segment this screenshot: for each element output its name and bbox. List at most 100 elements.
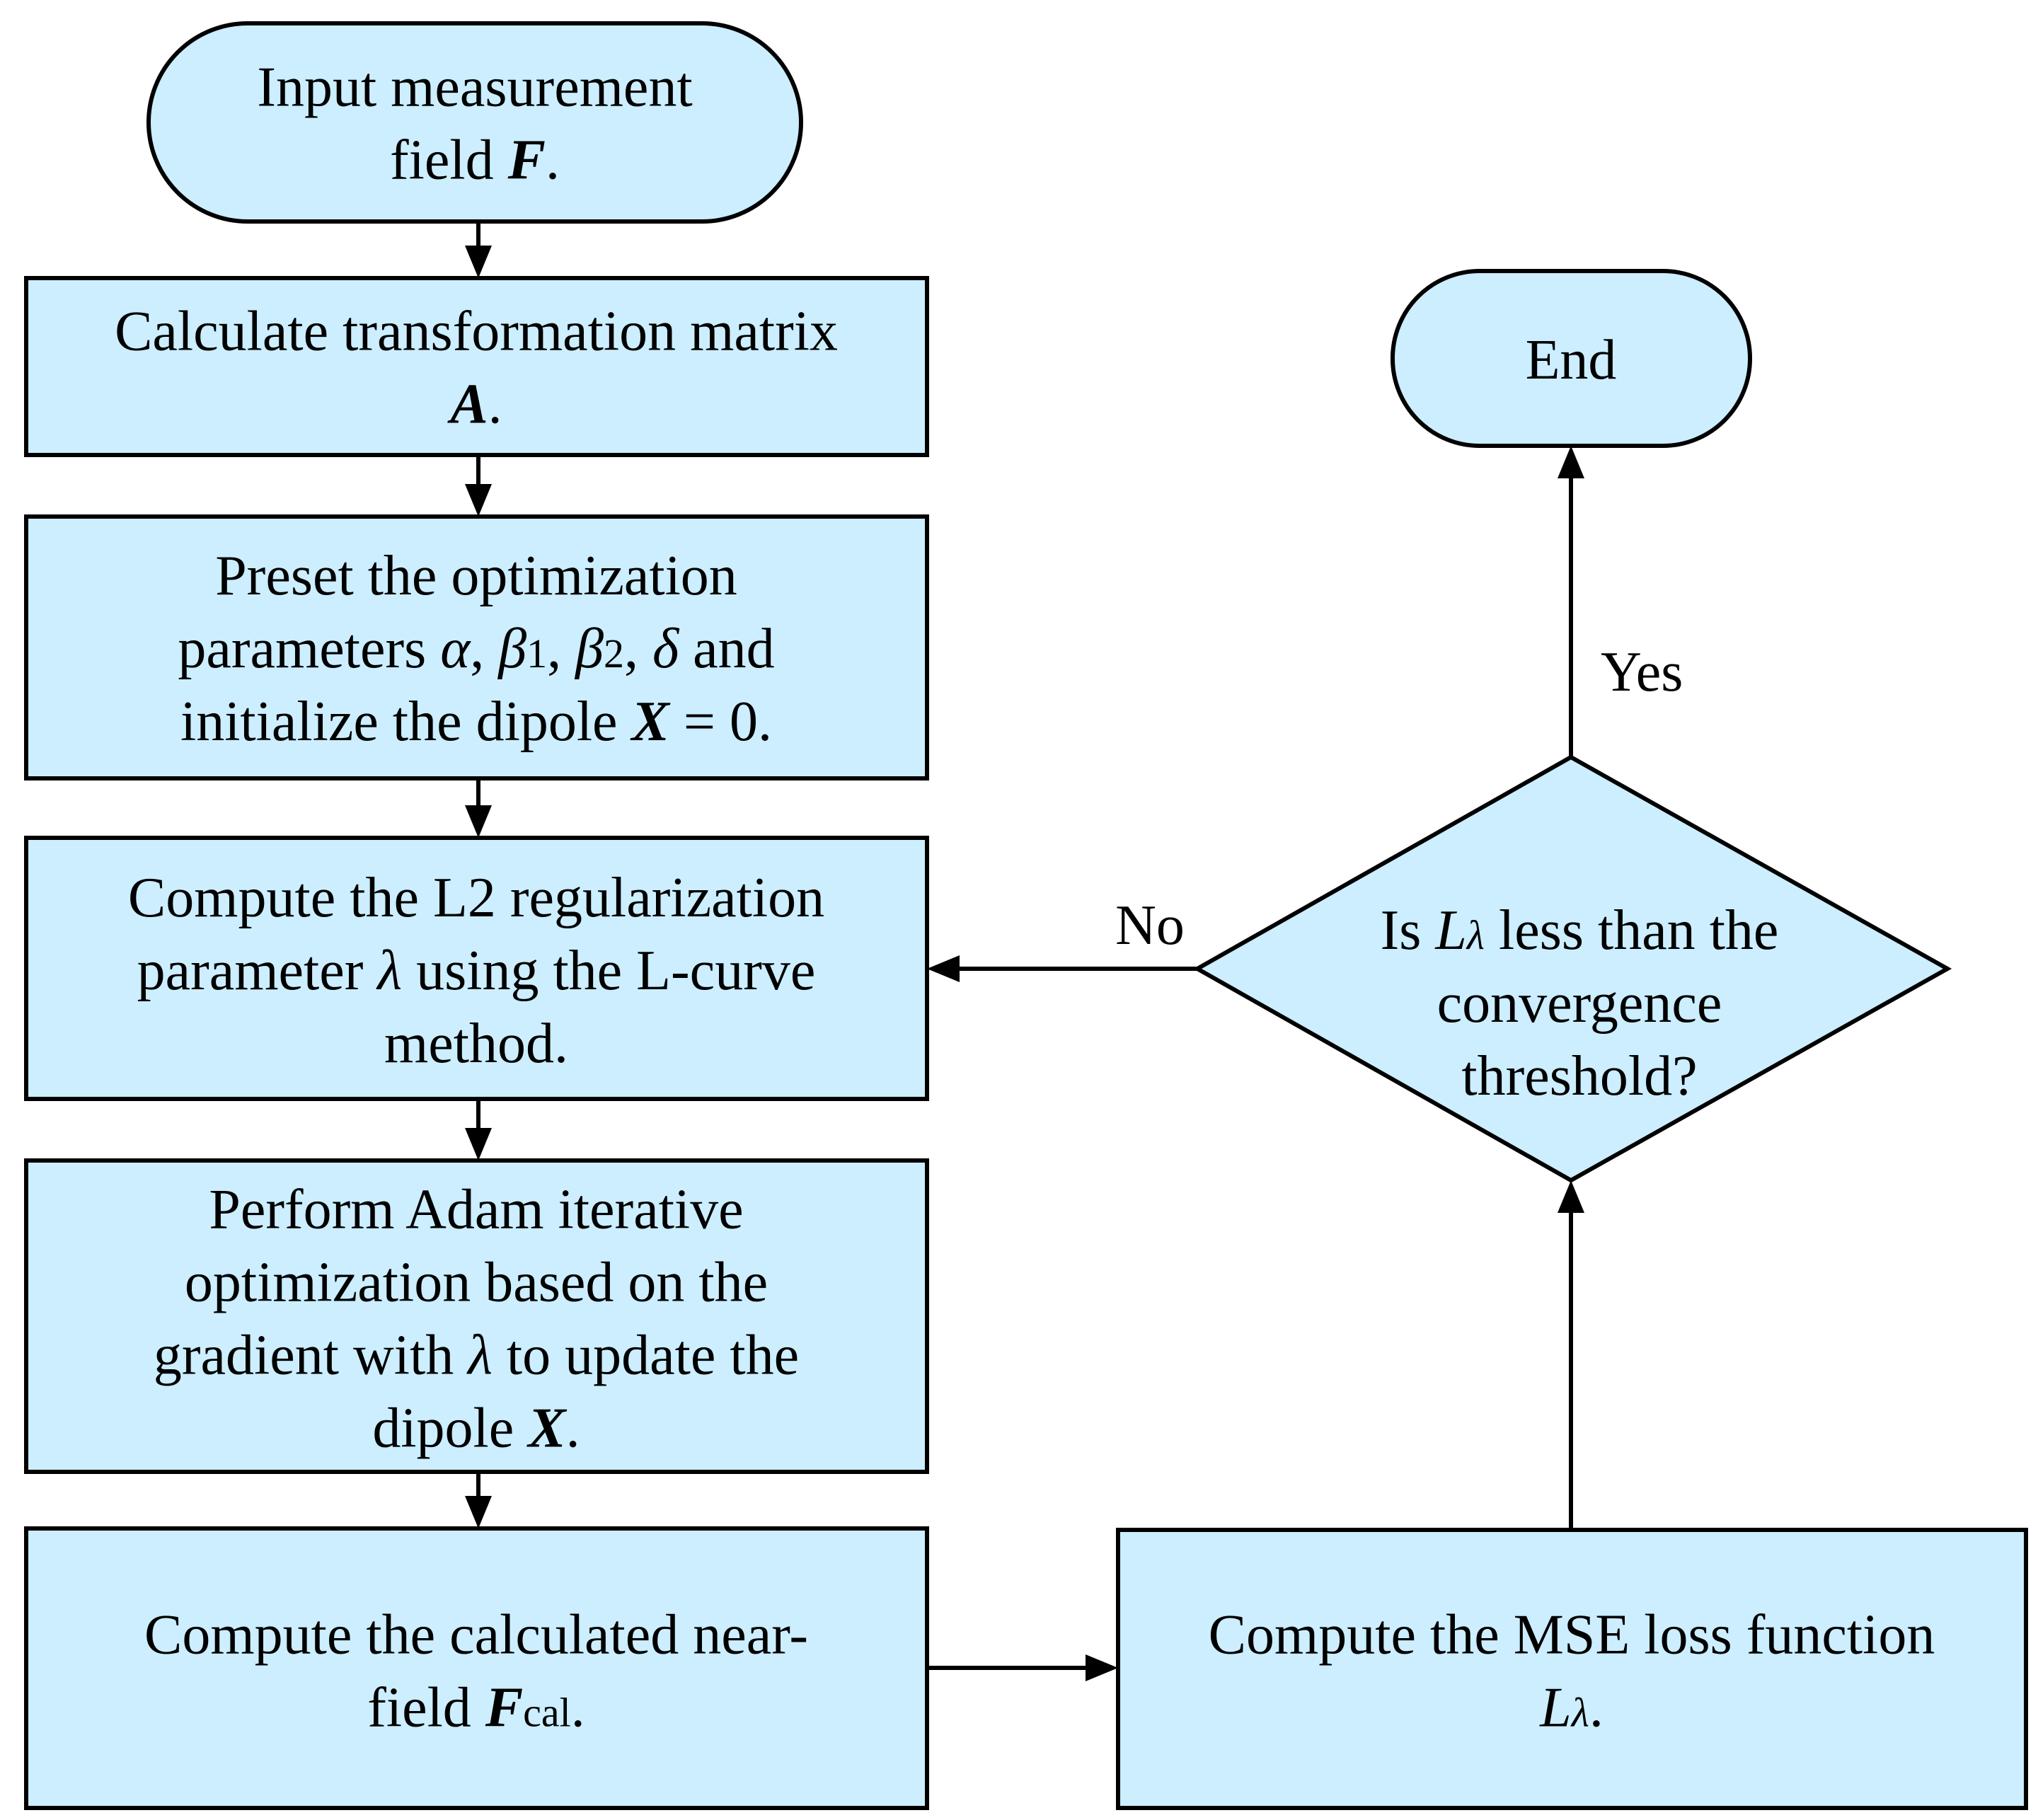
node-text-line: gradient with λ to update the — [154, 1325, 799, 1387]
node-text-line: Preset the optimization — [215, 545, 737, 607]
node-text-run: F — [485, 1677, 523, 1739]
node-text-run: parameter — [137, 940, 378, 1002]
node-text-line: initialize the dipole X = 0. — [180, 691, 772, 753]
edge-label-no: No — [1115, 894, 1185, 957]
node-adam: Perform Adam iterative optimization based… — [24, 1158, 929, 1474]
edge-near-field-to-mse — [927, 1654, 1118, 1681]
node-text-run: λ — [376, 940, 402, 1002]
node-adam-text: Perform Adam iterative optimization based… — [154, 1179, 799, 1460]
node-text-run: F — [507, 129, 546, 192]
edge-adam-to-near-field — [465, 1472, 492, 1528]
node-text-run: threshold? — [1461, 1045, 1697, 1107]
edge-mse-to-decision — [1558, 1180, 1584, 1530]
node-text-line: optimization based on the — [185, 1252, 768, 1314]
node-text-run: and — [679, 618, 775, 680]
edge-start-to-calc-matrix — [465, 221, 492, 278]
node-text-run: . — [566, 1398, 580, 1460]
node-text-line: field Fcal. — [367, 1677, 585, 1739]
node-text-line: dipole X. — [372, 1398, 580, 1460]
node-text-run: L — [1434, 899, 1467, 962]
node-text-run: parameters — [178, 618, 440, 680]
node-text-run: X — [630, 691, 671, 753]
node-text-line: method. — [384, 1013, 568, 1075]
node-end: End — [1391, 269, 1752, 448]
node-preset-text: Preset the optimization parameters α, β1,… — [178, 545, 774, 753]
node-text-run: field — [390, 129, 508, 192]
node-text-run: Compute the calculated near- — [144, 1604, 808, 1666]
node-text-run: field — [367, 1677, 485, 1739]
node-text-line: threshold? — [1461, 1045, 1697, 1107]
node-text-run: . — [488, 374, 502, 436]
node-text-run: , — [470, 618, 498, 680]
node-text-line: Is Lλ less than the — [1381, 899, 1779, 962]
node-text-run: . — [571, 1677, 585, 1739]
node-near-field-text: Compute the calculated near-field Fcal. — [144, 1604, 808, 1739]
node-l2-text: Compute the L2 regularization parameter λ… — [128, 867, 824, 1075]
node-text-run: β — [497, 618, 526, 680]
node-text-run: β — [574, 618, 604, 680]
edge-preset-to-l2 — [465, 778, 492, 838]
node-text-run: Preset the optimization — [215, 545, 737, 607]
node-text-run: 2 — [604, 630, 624, 676]
edge-l2-to-adam — [465, 1099, 492, 1160]
node-text-run: less than the — [1485, 899, 1778, 962]
node-text-run: , — [624, 618, 652, 680]
node-text-run: Calculate transformation matrix — [115, 301, 838, 363]
node-text-run: Input measurement — [257, 57, 692, 119]
node-text-line: End — [1526, 329, 1617, 391]
node-text-run: λ — [1570, 1690, 1589, 1736]
node-text-run: A — [447, 374, 488, 436]
node-text-run: λ — [466, 1325, 493, 1387]
node-near-field: Compute the calculated near-field Fcal. — [24, 1526, 929, 1810]
node-text-line: convergence — [1437, 972, 1722, 1035]
node-end-text: End — [1526, 329, 1617, 391]
edge-label-yes: Yes — [1601, 641, 1683, 703]
node-text-line: Compute the calculated near- — [144, 1604, 808, 1666]
node-text-run: method. — [384, 1013, 568, 1075]
node-start: Input measurement field F. — [146, 21, 803, 224]
node-text-run: = 0. — [669, 691, 772, 753]
node-l2: Compute the L2 regularization parameter λ… — [24, 836, 929, 1101]
node-text-line: parameters α, β1, β2, δ and — [178, 618, 774, 680]
node-text-run: α — [440, 618, 471, 680]
edge-decision-to-end: Yes — [1558, 446, 1683, 757]
node-text-line: field F. — [390, 129, 560, 192]
node-text-line: Compute the MSE loss function — [1209, 1604, 1935, 1666]
node-text-run: gradient with — [154, 1325, 468, 1387]
node-text-run: using the L-curve — [402, 940, 815, 1002]
node-text-line: Calculate transformation matrix — [115, 301, 838, 363]
node-text-run: X — [526, 1398, 567, 1460]
node-text-line: Perform Adam iterative — [209, 1179, 743, 1241]
node-text-run: dipole — [372, 1398, 528, 1460]
node-text-run: convergence — [1437, 972, 1722, 1035]
node-preset: Preset the optimization parameters α, β1,… — [24, 514, 929, 781]
node-text-line: parameter λ using the L-curve — [137, 940, 816, 1002]
node-text-run: . — [546, 129, 560, 192]
node-text-run: . — [1589, 1677, 1604, 1739]
node-decision: Is Lλ less than the convergence threshold? — [1192, 754, 1952, 1183]
node-text-run: , — [547, 618, 575, 680]
node-text-run: End — [1526, 329, 1617, 391]
node-text-run: cal — [523, 1690, 571, 1736]
node-text-line: Lλ. — [1539, 1677, 1604, 1739]
edge-calc-matrix-to-preset — [465, 455, 492, 517]
node-decision-text: Is Lλ less than the convergence threshold? — [1381, 899, 1779, 1107]
node-start-text: Input measurement field F. — [257, 57, 692, 192]
node-text-run: L — [1539, 1677, 1572, 1739]
node-text-run: to update the — [493, 1325, 799, 1387]
node-text-run: λ — [1466, 912, 1485, 958]
node-text-run: δ — [652, 618, 680, 680]
node-text-run: optimization based on the — [185, 1252, 768, 1314]
node-text-run: 1 — [526, 630, 547, 676]
node-text-run: Perform Adam iterative — [209, 1179, 743, 1241]
node-text-run: Compute the MSE loss function — [1209, 1604, 1935, 1666]
node-text-line: Input measurement — [257, 57, 692, 119]
node-text-run: Compute the L2 regularization — [128, 867, 824, 929]
node-text-run: initialize the dipole — [180, 691, 632, 753]
node-text-run: Is — [1381, 899, 1436, 962]
